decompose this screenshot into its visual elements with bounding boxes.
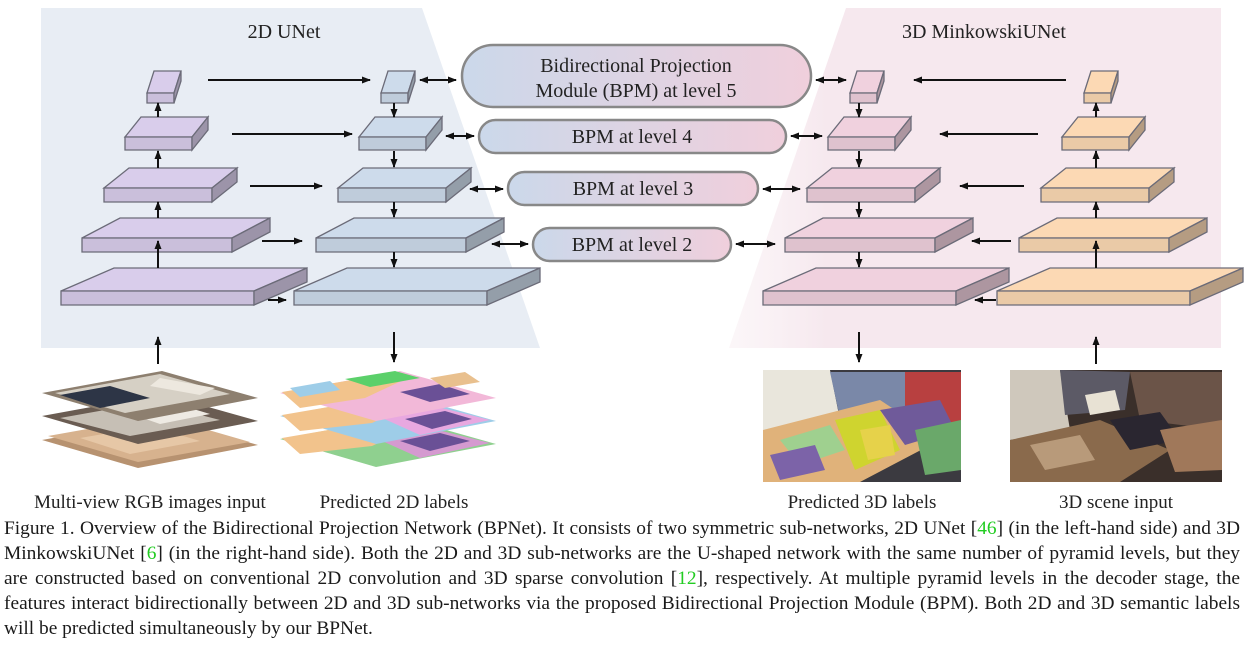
caption-part-2: ] (in the left-hand side) and 3D Minkows… (4, 518, 1240, 564)
encoder-3d-level-2 (1018, 216, 1208, 254)
decoder-3d-level-2 (784, 216, 974, 254)
decoder-3d-level-4 (826, 115, 913, 152)
pyramid-blocks (60, 70, 1244, 306)
predicted-3d-labels (763, 370, 961, 482)
decoder-2d-level-3 (336, 166, 473, 204)
title-3d-minkowski-unet: 3D MinkowskiUNet (902, 21, 1066, 43)
decoder-3d-level-1 (762, 267, 1010, 306)
encoder-3d-level-1 (996, 267, 1244, 306)
figure-caption: Figure 1. Overview of the Bidirectional … (4, 516, 1240, 641)
encoder-2d-level-5 (146, 70, 182, 104)
encoder-2d-level-4 (123, 115, 210, 152)
encoder-2d-level-3 (102, 166, 239, 204)
bpm-level-2: BPM at level 2 (531, 226, 733, 263)
caption-part-4: ], respectively. At multiple pyramid lev… (4, 568, 1240, 639)
3d-scene-input (1010, 370, 1222, 482)
predicted-2d-labels (280, 371, 496, 467)
decoder-2d-level-4 (357, 115, 444, 152)
citation-link-6[interactable]: 6 (146, 543, 157, 564)
title-2d-unet: 2D UNet (248, 21, 321, 43)
arrows (154, 76, 1100, 364)
label-predicted-2d: Predicted 2D labels (320, 492, 469, 513)
encoder-3d-level-4 (1060, 115, 1147, 152)
encoder-3d-level-3 (1039, 166, 1176, 204)
citation-link-46[interactable]: 46 (977, 518, 997, 539)
bpm-level-2-label: BPM at level 2 (572, 234, 693, 256)
bpm-level-5: Bidirectional Projection Module (BPM) at… (460, 43, 813, 109)
bpnet-figure: 2D UNet 3D MinkowskiUNet Bidirectional P… (34, 8, 1244, 513)
caption-part-3: ] (in the right-hand side). Both the 2D … (4, 543, 1240, 589)
citation-link-12[interactable]: 12 (677, 568, 697, 589)
decoder-3d-level-5 (849, 70, 885, 104)
multi-view-rgb-images (42, 371, 258, 468)
decoder-2d-level-5 (380, 70, 416, 104)
bpm-level-3-label: BPM at level 3 (573, 178, 694, 200)
bpm-level-5-line2: Module (BPM) at level 5 (535, 80, 736, 102)
bpm-level-4-label: BPM at level 4 (572, 126, 693, 148)
encoder-2d-level-1 (60, 267, 308, 306)
decoder-2d-level-1 (293, 267, 541, 306)
decoder-3d-level-3 (805, 166, 942, 204)
encoder-2d-level-2 (81, 216, 271, 254)
bpm-level-3: BPM at level 3 (506, 170, 760, 207)
encoder-3d-level-5 (1083, 70, 1119, 104)
label-rgb-input: Multi-view RGB images input (34, 492, 266, 513)
caption-part-1: Figure 1. Overview of the Bidirectional … (4, 518, 978, 539)
bpm-level-5-line1: Bidirectional Projection (540, 55, 732, 77)
label-3d-scene-input: 3D scene input (1059, 492, 1174, 513)
label-predicted-3d: Predicted 3D labels (788, 492, 937, 513)
bpm-level-4: BPM at level 4 (477, 118, 788, 155)
decoder-2d-level-2 (315, 216, 505, 254)
